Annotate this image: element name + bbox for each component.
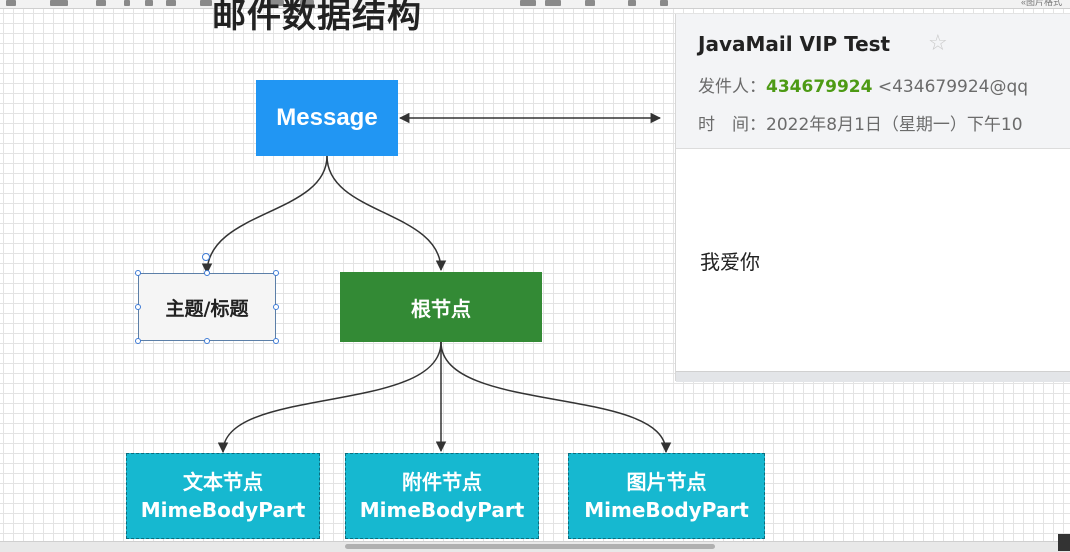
- underline-icon[interactable]: [145, 0, 153, 6]
- sender-name: 434679924: [766, 77, 873, 97]
- resize-handle[interactable]: [204, 338, 210, 344]
- resize-handle[interactable]: [135, 338, 141, 344]
- rotate-handle[interactable]: [202, 253, 210, 261]
- scrollbar-thumb[interactable]: [345, 544, 715, 549]
- arrow-icon[interactable]: [520, 0, 536, 6]
- email-body: 我爱你: [700, 250, 760, 274]
- edge-root-text[interactable]: [217, 341, 442, 454]
- email-preview-image[interactable]: JavaMail VIP Test ☆ 发件人：434679924 <43467…: [675, 14, 1070, 382]
- node-subject[interactable]: 主题/标题: [138, 273, 276, 341]
- time-value: 2022年8月1日（星期一）下午10: [766, 115, 1023, 135]
- editor-toolbar: «图片格式: [0, 0, 1070, 9]
- from-label: 发件人：: [698, 77, 766, 97]
- toolbar-icon[interactable]: [50, 0, 68, 6]
- node-attachment-part-class: MimeBodyPart: [359, 498, 525, 522]
- sender-address: <434679924@qq: [877, 77, 1029, 97]
- node-root[interactable]: 根节点: [340, 272, 542, 342]
- resize-handle[interactable]: [273, 270, 279, 276]
- resize-handle[interactable]: [273, 338, 279, 344]
- node-attachment-part[interactable]: 附件节点 MimeBodyPart: [345, 453, 539, 539]
- edge-root-image[interactable]: [440, 341, 672, 454]
- node-text-part-class: MimeBodyPart: [140, 498, 306, 522]
- horizontal-scrollbar[interactable]: [0, 541, 1070, 552]
- node-image-part[interactable]: 图片节点 MimeBodyPart: [568, 453, 765, 539]
- italic-icon[interactable]: [124, 0, 130, 6]
- bold-icon[interactable]: [96, 0, 106, 6]
- email-from: 发件人：434679924 <434679924@qq: [698, 72, 1028, 97]
- node-image-part-title: 图片节点: [626, 470, 707, 494]
- font-color-icon[interactable]: [166, 0, 176, 6]
- fill-color-icon[interactable]: [300, 0, 314, 6]
- node-message[interactable]: Message: [256, 80, 398, 156]
- node-image-part-class: MimeBodyPart: [584, 498, 749, 522]
- node-attachment-part-title: 附件节点: [402, 470, 482, 494]
- edge-message-subject[interactable]: [201, 155, 328, 275]
- toolbar-icon[interactable]: [585, 0, 595, 6]
- toolbar-icon[interactable]: [6, 0, 16, 6]
- line-icon[interactable]: [270, 0, 284, 6]
- toolbar-icon[interactable]: [628, 0, 636, 6]
- node-text-part-title: 文本节点: [183, 470, 263, 494]
- node-text-part[interactable]: 文本节点 MimeBodyPart: [126, 453, 320, 539]
- resize-handle[interactable]: [273, 304, 279, 310]
- email-header: JavaMail VIP Test ☆ 发件人：434679924 <43467…: [676, 14, 1070, 149]
- edge-message-root[interactable]: [326, 155, 447, 272]
- scroll-corner: [1058, 534, 1070, 551]
- align-icon[interactable]: [200, 0, 212, 6]
- resize-handle[interactable]: [135, 270, 141, 276]
- format-panel-toggle[interactable]: «图片格式: [1020, 0, 1062, 7]
- arrow-icon[interactable]: [545, 0, 561, 6]
- time-label: 时 间：: [698, 115, 766, 135]
- toolbar-icon[interactable]: [660, 0, 668, 6]
- email-subject: JavaMail VIP Test: [698, 32, 891, 56]
- diagram-title: 邮件数据结构: [212, 0, 422, 34]
- star-icon: ☆: [928, 31, 948, 56]
- email-footer-bar: [676, 371, 1070, 382]
- resize-handle[interactable]: [204, 270, 210, 276]
- resize-handle[interactable]: [135, 304, 141, 310]
- email-time: 时 间：2022年8月1日（星期一）下午10: [698, 110, 1023, 135]
